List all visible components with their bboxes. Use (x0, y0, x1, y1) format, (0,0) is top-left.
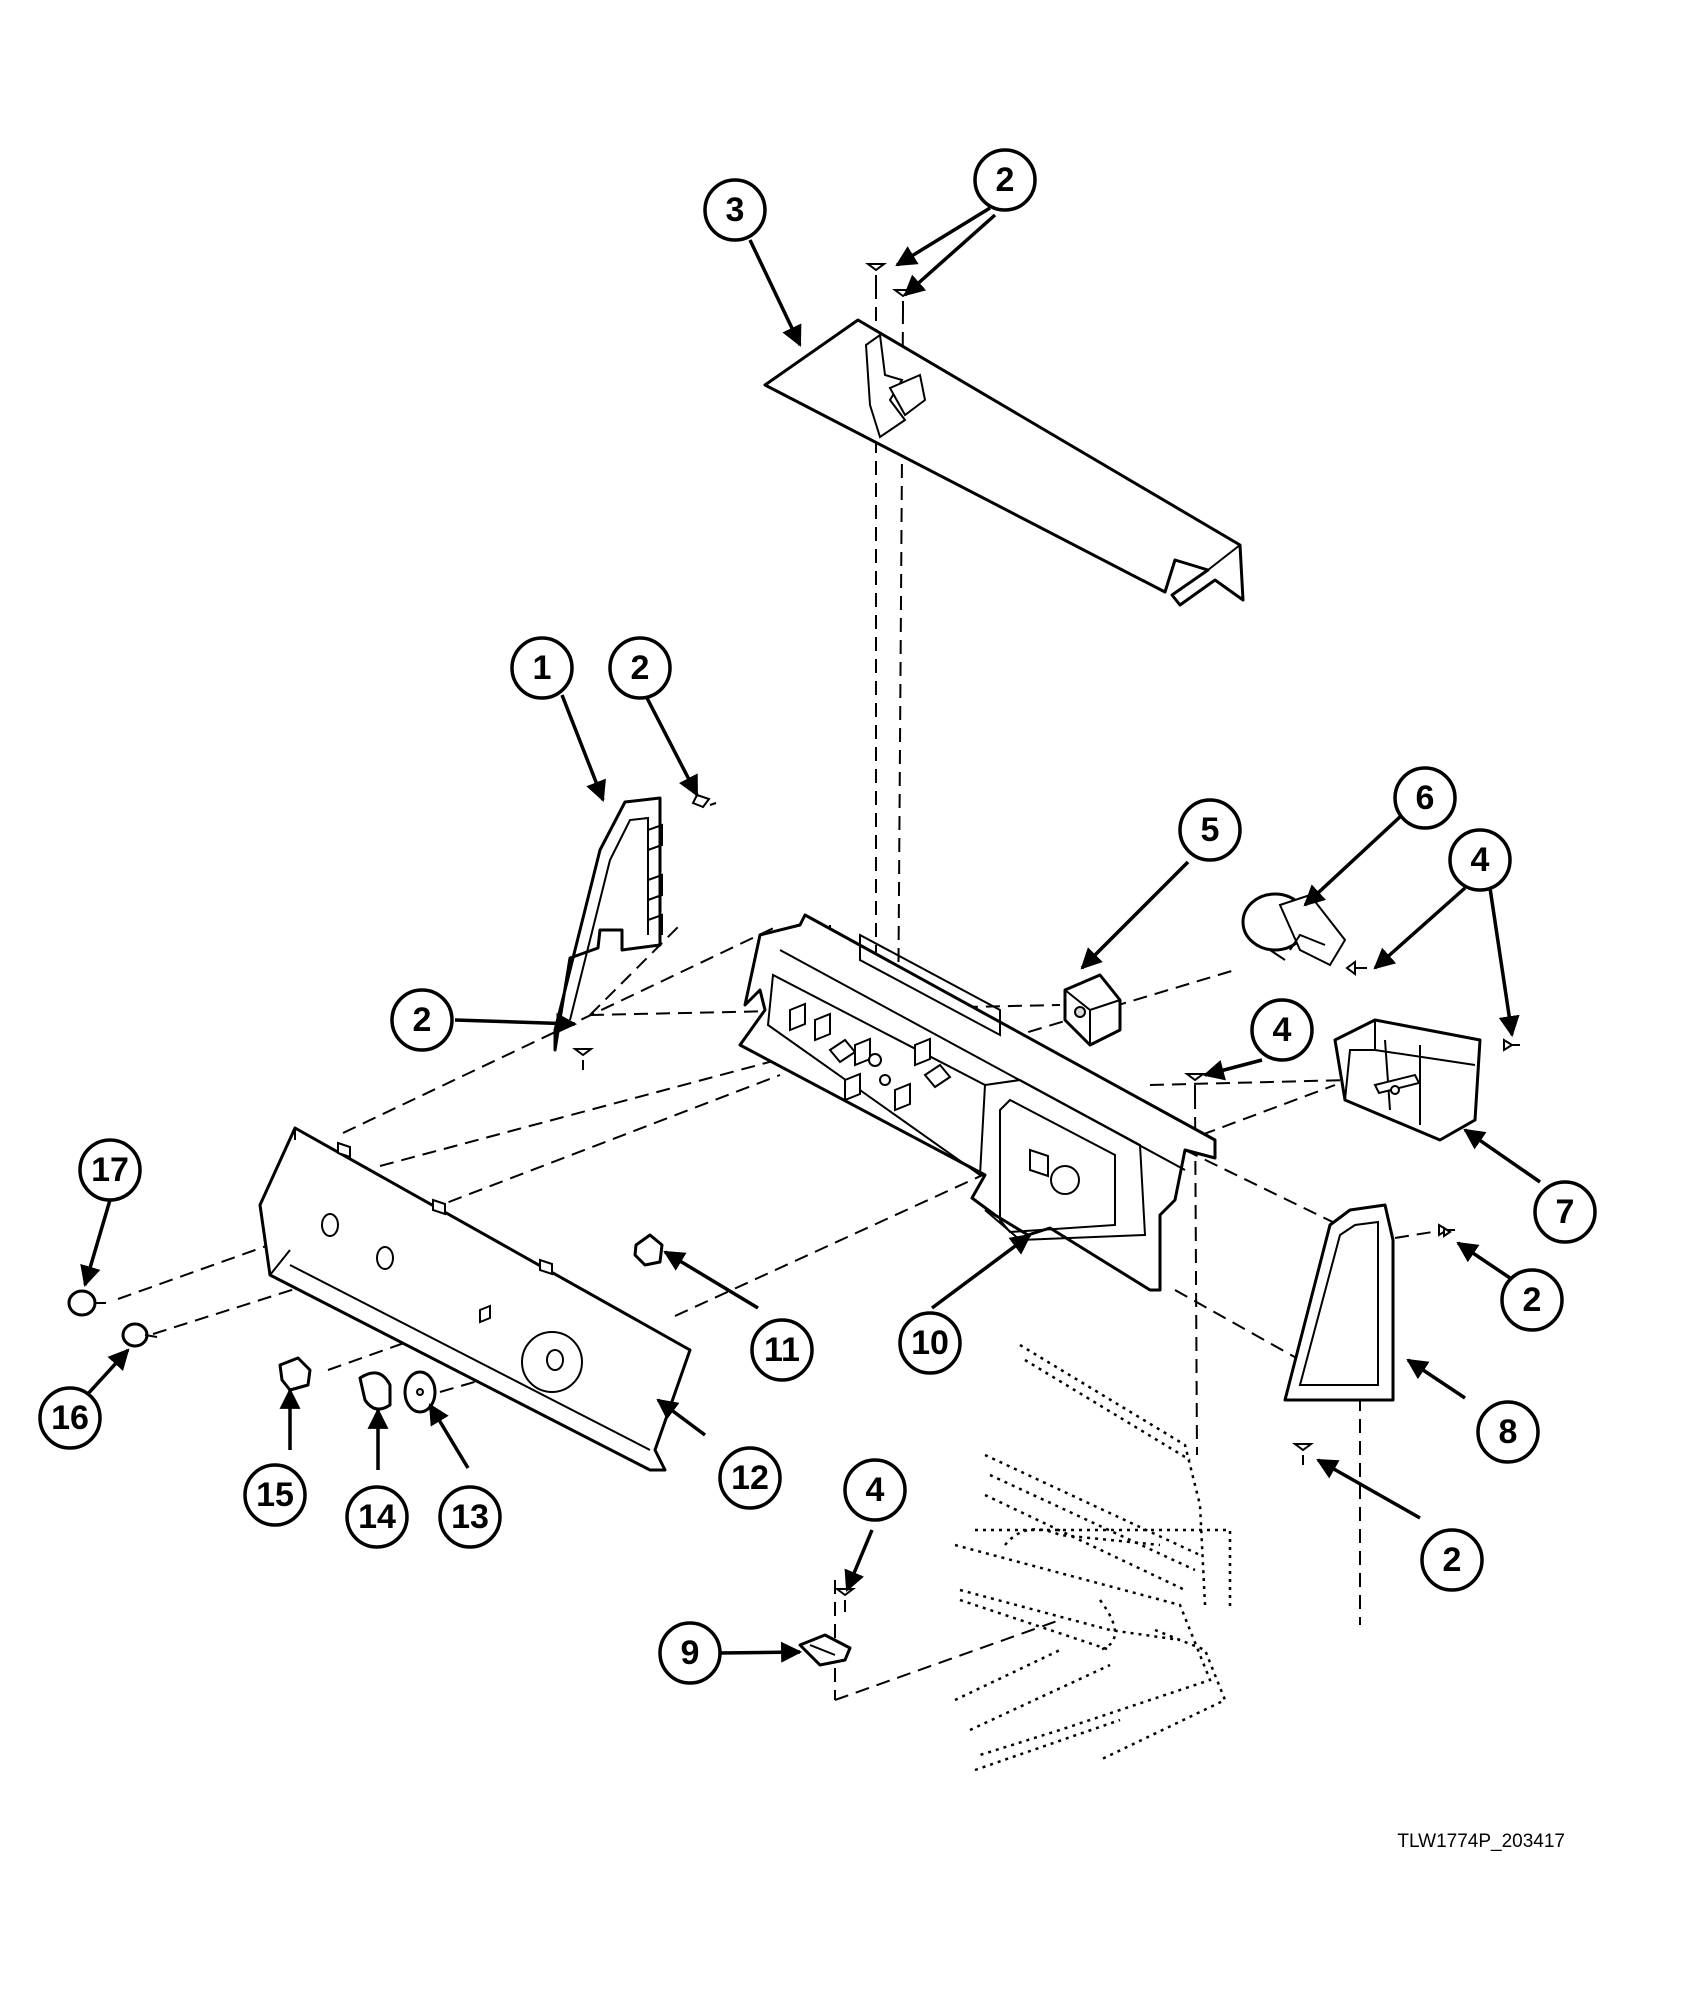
callout-16-label: 16 (51, 1399, 89, 1437)
part-17-button (67, 1289, 106, 1317)
callouts: 1 2 2 2 2 2 3 4 4 4 5 6 7 8 9 10 11 12 1… (38, 148, 1597, 1685)
part-13-dial (403, 1370, 437, 1414)
callout-11-label: 11 (764, 1331, 800, 1369)
callout-2: 2 (1420, 1528, 1484, 1592)
callout-4-label: 4 (1471, 841, 1490, 879)
callout-15: 15 (243, 1463, 307, 1527)
leader-lines (80, 206, 1541, 1663)
callout-10: 10 (898, 1311, 962, 1375)
callout-13: 13 (438, 1485, 502, 1549)
callout-2-label: 2 (631, 649, 650, 687)
callout-4-label: 4 (866, 1471, 885, 1509)
callout-4: 4 (843, 1458, 907, 1522)
callout-12: 12 (718, 1446, 782, 1510)
part-1-left-end-cap (553, 793, 717, 1070)
callout-17-label: 17 (91, 1151, 129, 1189)
callout-3: 3 (703, 178, 767, 242)
callout-4: 4 (1448, 828, 1512, 892)
callout-2-label: 2 (1443, 1541, 1462, 1579)
part-16-button (121, 1322, 158, 1348)
part-6-pressure-switch (1241, 892, 1367, 976)
callout-15-label: 15 (256, 1476, 294, 1514)
callout-3-label: 3 (726, 191, 745, 229)
callout-2-label: 2 (1523, 1281, 1542, 1319)
callout-14: 14 (345, 1485, 409, 1549)
part-14-knob (358, 1371, 392, 1411)
diagram-code: TLW1774P_203417 (1397, 1831, 1565, 1852)
callout-9: 9 (658, 1621, 722, 1685)
callout-2: 2 (973, 148, 1037, 212)
cabinet-outline (954, 1343, 1232, 1772)
callout-9-label: 9 (681, 1634, 700, 1672)
part-7-timer (1333, 1018, 1520, 1142)
callout-2-label: 2 (413, 1001, 432, 1039)
callout-8: 8 (1476, 1400, 1540, 1464)
part-11-switch (633, 1233, 664, 1267)
callout-2: 2 (1500, 1268, 1564, 1332)
callout-2: 2 (608, 636, 672, 700)
callout-6: 6 (1393, 766, 1457, 830)
callout-11: 11 (750, 1318, 814, 1382)
part-3-top-trim (763, 263, 1245, 607)
callout-7-label: 7 (1556, 1193, 1575, 1231)
callout-1-label: 1 (533, 649, 552, 687)
callout-10-label: 10 (911, 1324, 949, 1362)
part-5-switch (1063, 973, 1122, 1047)
callout-8-label: 8 (1499, 1413, 1518, 1451)
screws (834, 1073, 1452, 1612)
callout-5-label: 5 (1201, 811, 1220, 849)
callout-12-label: 12 (731, 1459, 769, 1497)
callout-4: 4 (1250, 998, 1314, 1062)
callout-1: 1 (510, 636, 574, 700)
part-8-right-end-cap (1283, 1203, 1455, 1465)
callout-2-label: 2 (996, 161, 1015, 199)
callout-17: 17 (78, 1138, 142, 1202)
callout-16: 16 (38, 1386, 102, 1450)
part-15-switch (278, 1356, 312, 1392)
callout-2: 2 (390, 988, 454, 1052)
callout-7: 7 (1533, 1180, 1597, 1244)
part-9-clip (798, 1633, 852, 1667)
callout-5: 5 (1178, 798, 1242, 862)
callout-6-label: 6 (1416, 779, 1435, 817)
callout-4-label: 4 (1273, 1011, 1292, 1049)
callout-13-label: 13 (451, 1498, 489, 1536)
part-10-console-panel (738, 913, 1217, 1292)
callout-14-label: 14 (358, 1498, 396, 1536)
part-12-front-panel (258, 1126, 692, 1472)
